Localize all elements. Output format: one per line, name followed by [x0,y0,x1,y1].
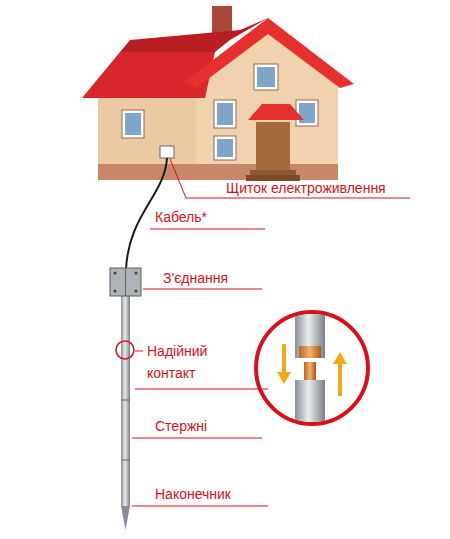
window-glass [257,67,275,87]
window [122,110,144,138]
rod-upper [295,300,325,358]
rod-joint [121,460,130,461]
rod-lower [295,380,325,440]
power-panel [160,146,174,158]
window-glass [217,103,233,125]
part-label: Щиток електроживлення [226,180,386,196]
part-label: Надійний контакт [147,340,232,384]
window [296,100,318,126]
rod-stud [304,362,316,382]
callout-circle [116,341,134,359]
arrow [338,362,342,396]
leader-line [150,229,265,230]
leader-line [135,351,143,352]
bolt [114,290,117,293]
clamp [125,268,126,296]
window-glass [125,113,141,135]
part-label: Стержні [155,418,207,434]
porch-step [250,170,296,175]
arrow [277,372,291,384]
rod-joint [121,400,130,401]
leader-line [132,438,262,439]
rod-socket [299,346,321,358]
house-wall [196,30,338,180]
ground-rod [121,294,130,506]
leader-line [135,389,268,390]
leader-line [132,506,268,507]
house-roof [184,18,354,88]
arrow [282,344,286,374]
part-label: Кабель* [155,209,207,225]
leader-line [170,159,410,198]
bolt [114,272,117,275]
window [214,100,236,128]
window [214,136,236,160]
window-glass [217,139,233,157]
clamp [110,268,141,296]
part-label: Наконечник [155,486,231,502]
porch-door [256,122,290,170]
window [254,64,278,90]
porch-roof [248,104,304,120]
bolt [135,290,138,293]
house-roof [120,18,268,52]
rod-tip [121,506,130,530]
bolt [135,272,138,275]
leader-line [143,289,262,290]
part-label: З'єднання [163,270,228,286]
house-plinth [98,164,338,180]
arrow [333,352,347,364]
